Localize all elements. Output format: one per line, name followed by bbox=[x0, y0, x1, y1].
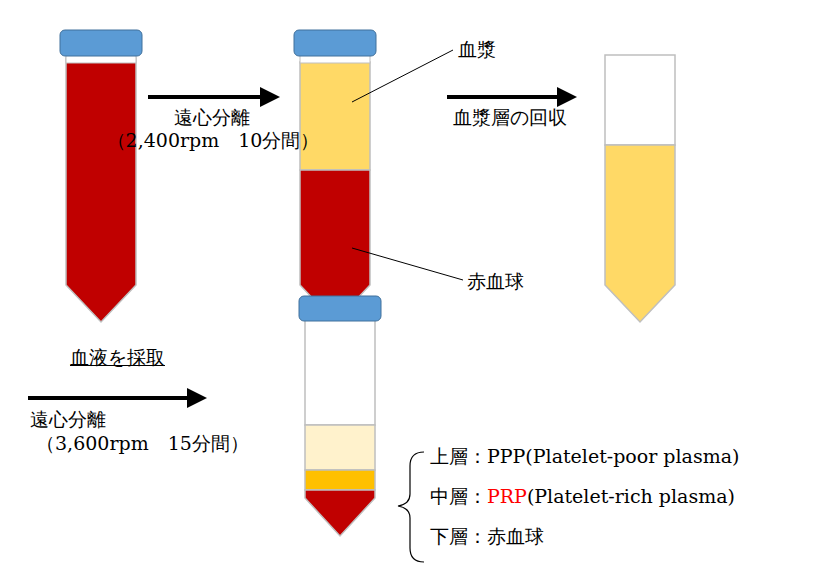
separated-tube bbox=[294, 30, 376, 322]
layer-abbrev: PRP bbox=[487, 485, 527, 507]
step-condition: （2,400rpm 10分間） bbox=[107, 129, 320, 151]
layer-label: 中層： bbox=[430, 485, 487, 507]
layer-label: 上層：PPP(Platelet-poor plasma) bbox=[430, 445, 739, 467]
plasma-tube bbox=[605, 55, 675, 322]
part-label: 血漿 bbox=[458, 38, 496, 60]
process-arrow bbox=[28, 396, 203, 400]
layer-label-line: 中層：PRP(Platelet-rich plasma) bbox=[430, 485, 735, 507]
step-label: 遠心分離 bbox=[174, 106, 250, 128]
step-label: 遠心分離 bbox=[30, 408, 106, 430]
layer-brace bbox=[398, 452, 424, 562]
layer-label: (Platelet-rich plasma) bbox=[527, 485, 735, 507]
step-condition: （3,600rpm 15分間） bbox=[36, 432, 249, 454]
layer-label: 下層：赤血球 bbox=[430, 525, 544, 547]
step-label: 血液を採取 bbox=[70, 346, 165, 368]
leader-line bbox=[352, 50, 453, 102]
leader-line bbox=[352, 248, 463, 280]
part-label: 赤血球 bbox=[467, 270, 524, 292]
process-arrow bbox=[447, 95, 573, 99]
blood-tube bbox=[60, 30, 142, 322]
process-arrow bbox=[148, 95, 276, 99]
prp-tube bbox=[299, 296, 381, 536]
step-label: 血漿層の回収 bbox=[453, 106, 567, 128]
